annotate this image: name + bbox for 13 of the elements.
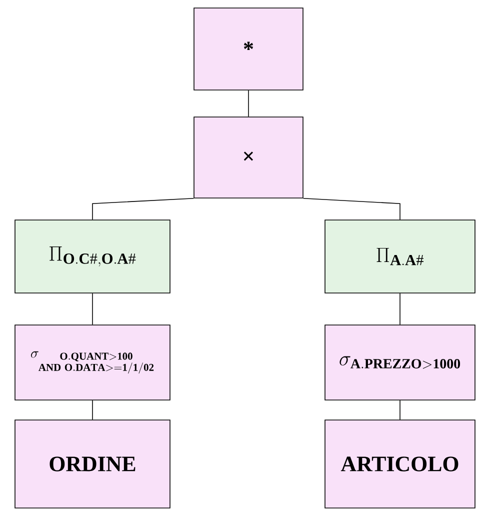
connector-line [92,198,194,220]
relation-box: ARTICOLO [324,420,476,508]
connector-line [92,400,93,420]
operator-box: * [194,8,304,90]
selection-box: $\sigma_{\substack{\mathbf{O.QUANT>100}\\ \mathbf{AND\ O.DATA>=1/1/02}}}$ [14,324,170,400]
connector-line [92,293,93,325]
selection-box: $\sigma_{\mathbf{A.PREZZO>1000}}$ [324,324,476,400]
operator-box: × [194,116,304,198]
relation-box: ORDINE [14,420,170,508]
connector-line [248,90,249,117]
connector-line [303,198,400,220]
projection-box: $\Pi_{\mathbf{A.A\#}}$ [324,220,476,294]
projection-box: $\Pi_{\mathbf{O.C\#,O.A\#}}$ [14,220,170,294]
